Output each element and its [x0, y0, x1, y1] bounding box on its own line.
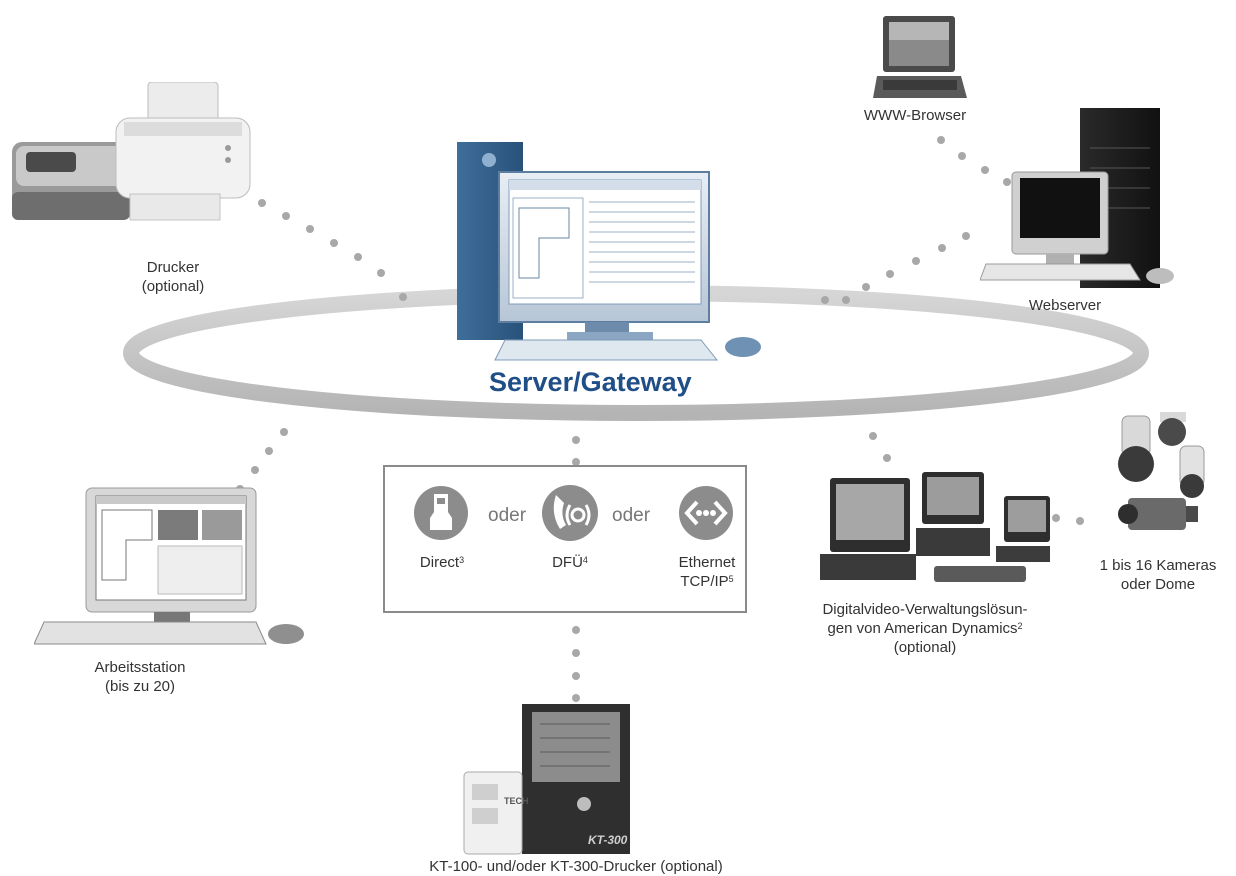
video-label: Digitalvideo-Verwaltungslösun- gen von A…: [812, 600, 1038, 657]
ethernet-footnote: 5: [728, 574, 734, 584]
server-tower-icon: [457, 142, 761, 361]
workstation-label: Arbeitsstation (bis zu 20): [60, 658, 220, 696]
cameras-label-line1: 1 bis 16 Kameras: [1099, 557, 1217, 574]
webserver-connector: [821, 232, 970, 304]
printer-connector: [258, 199, 407, 301]
workstation-label-line1: Arbeitsstation: [94, 659, 186, 676]
direct-label: Direct3: [407, 553, 477, 572]
printer-label-line1: Drucker: [146, 259, 200, 276]
browser-label: WWW-Browser: [863, 107, 967, 124]
video-connector: [869, 432, 891, 462]
workstation-icon: [34, 487, 304, 645]
ethernet-protocol: TCP/IP: [680, 573, 729, 590]
ethernet-icon: [679, 486, 733, 540]
panel-model: KT-300: [588, 833, 628, 847]
direct-cable-icon: [414, 486, 468, 540]
center-connector: [572, 436, 580, 702]
browser-connector: [937, 136, 1011, 186]
control-panel-icon: KT-300 TECH: [463, 704, 630, 855]
cameras-label-line2: oder Dome: [1120, 576, 1196, 593]
server-gateway-title: Server/Gateway: [489, 367, 692, 397]
phone-icon: [542, 485, 598, 541]
direct-text: Direct: [419, 554, 460, 571]
printer-label-line2: (optional): [141, 278, 205, 295]
webserver-icon: [980, 108, 1174, 288]
connection-options: oder oder Direct3 DFÜ4 Ethernet TCP/IP5: [383, 465, 747, 613]
ethernet-text-line2: TCP/IP5: [667, 572, 747, 591]
controller-label: KT-100- und/oder KT-300-Drucker (optiona…: [429, 858, 723, 875]
webserver-label: Webserver: [1028, 297, 1102, 314]
video-label-line2-text: gen von American Dynamics: [827, 620, 1018, 637]
panel-brand: TECH: [504, 796, 529, 806]
direct-footnote: 3: [459, 555, 465, 565]
dialup-text: DFÜ: [552, 554, 583, 571]
or-label-2: oder: [612, 505, 651, 526]
cameras-label: 1 bis 16 Kameras oder Dome: [1084, 556, 1232, 594]
printer-icon: [12, 82, 251, 221]
ethernet-text-line1: Ethernet: [678, 554, 736, 571]
dialup-footnote: 4: [582, 555, 588, 565]
workstation-label-line2: (bis zu 20): [104, 678, 176, 695]
video-label-line2: gen von American Dynamics2: [812, 619, 1038, 638]
or-label-1: oder: [488, 505, 527, 526]
video-label-line1: Digitalvideo-Verwaltungslösun-: [822, 601, 1028, 618]
printer-label: Drucker (optional): [118, 258, 228, 296]
ethernet-label: Ethernet TCP/IP5: [667, 553, 747, 591]
laptop-icon: [873, 16, 967, 98]
dialup-label: DFÜ4: [535, 553, 605, 572]
dvr-icon: [820, 472, 1050, 582]
camera-icon: [1118, 412, 1205, 530]
video-label-line3: (optional): [893, 639, 957, 656]
video-footnote: 2: [1017, 621, 1023, 631]
